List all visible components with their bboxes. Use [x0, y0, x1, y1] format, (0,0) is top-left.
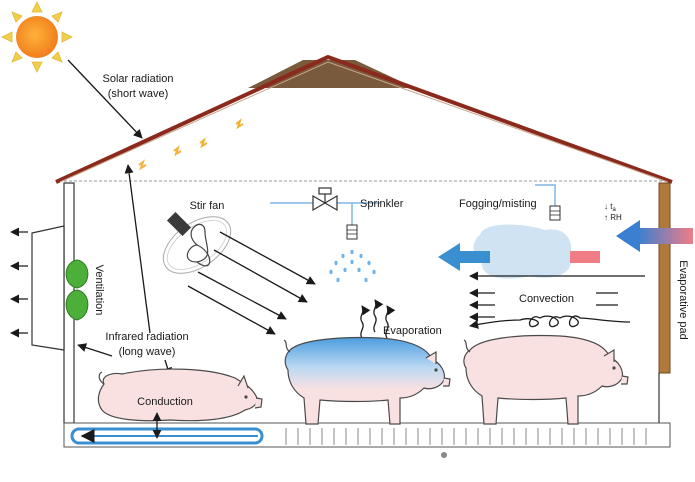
evaporative-pad [658, 182, 671, 425]
incoming-air-arrow [616, 220, 693, 252]
convection-arrows [469, 271, 645, 329]
conduction-label: Conduction [137, 396, 193, 408]
fogging-misting-label: Fogging/misting [459, 198, 537, 210]
cooled-air-arrow [438, 243, 600, 271]
sprinkler-label: Sprinkler [360, 198, 404, 210]
floor [63, 422, 671, 448]
infrared-radiation-arrow [124, 164, 151, 334]
infrared-to-wall-arrow [77, 343, 113, 357]
sunlight-sparks [138, 118, 244, 171]
water-droplets [329, 249, 376, 283]
standing-pig [463, 334, 629, 425]
ventilation-fan-icon [31, 225, 89, 351]
stir-fan-airflow-arrows [187, 231, 316, 335]
evaporation-arrows [360, 299, 396, 339]
humidity-label: ↑ RH [604, 213, 622, 222]
fogging-nozzle-icon [535, 184, 561, 221]
solar-radiation-sublabel: (short wave) [108, 88, 169, 100]
wet-pig [283, 336, 451, 425]
temperature-label: ↓ ta [604, 202, 616, 213]
exhaust-arrows [10, 227, 28, 338]
evaporative-pad-label: Evaporative pad [677, 260, 689, 340]
solar-radiation-label: Solar radiation [103, 73, 174, 85]
roof [55, 55, 673, 184]
temperature-text: ↓ t [604, 202, 613, 211]
sprinkler-icon [270, 187, 380, 240]
stir-fan-icon [162, 211, 232, 274]
page-indicator-dot [441, 452, 447, 458]
sun-icon [1, 1, 73, 73]
solar-radiation-arrow [67, 59, 143, 139]
infrared-radiation-sublabel: (long wave) [119, 346, 176, 358]
infrared-radiation-label: Infrared radiation [105, 331, 188, 343]
fog-cloud [473, 224, 572, 279]
ventilation-label: Ventilation [93, 265, 105, 316]
stir-fan-label: Stir fan [190, 200, 225, 212]
lying-pig [97, 368, 263, 422]
convection-label: Convection [519, 293, 574, 305]
temperature-subscript: a [612, 207, 616, 213]
evaporation-label: Evaporation [383, 325, 442, 337]
